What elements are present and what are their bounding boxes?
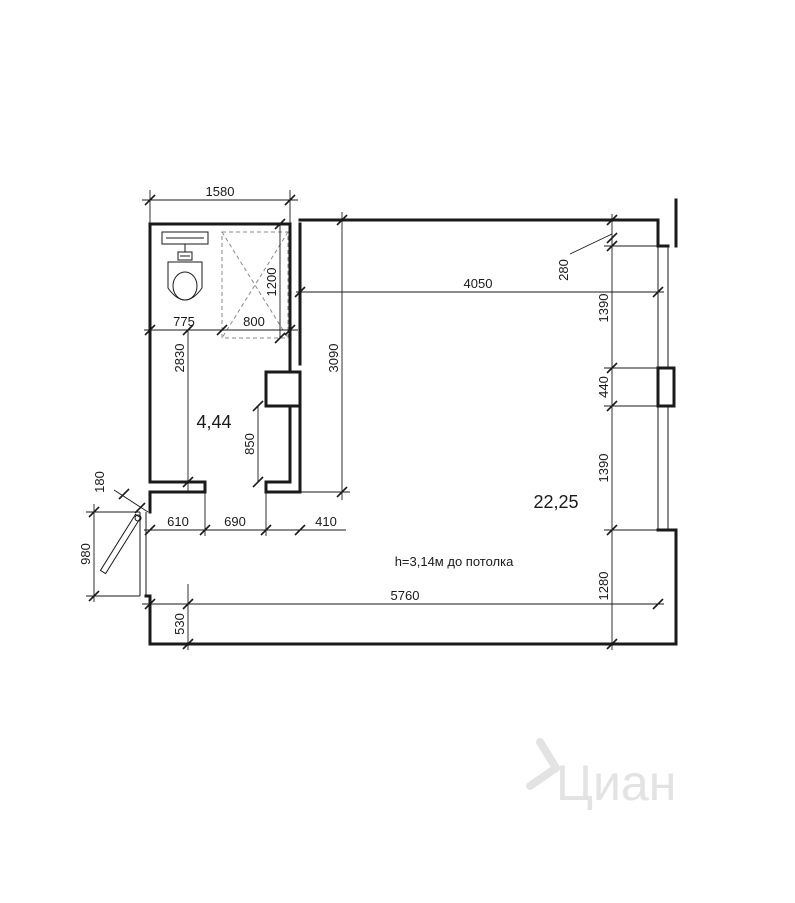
dim-1280: 1280: [596, 572, 611, 601]
dim-5760: 5760: [391, 588, 420, 603]
watermark-text: Циан: [556, 755, 676, 811]
dim-180: 180: [92, 471, 107, 493]
shower-tray: [221, 231, 289, 339]
dim-610: 610: [167, 514, 189, 529]
dimension-labels: 1580 1200 775 800 2830 3090 850 4050 280…: [78, 184, 611, 635]
room-area-label: 22,25: [533, 492, 578, 512]
dim-690: 690: [224, 514, 246, 529]
room-right-lower: [656, 528, 678, 646]
walls: [148, 198, 678, 646]
dim-3090: 3090: [326, 344, 341, 373]
dim-775: 775: [173, 314, 195, 329]
dim-530: 530: [172, 613, 187, 635]
niche-column: [264, 370, 302, 408]
dim-1580: 1580: [206, 184, 235, 199]
toilet-icon: [161, 231, 209, 301]
cian-logo-icon: Циан: [526, 738, 676, 811]
bathroom-area-label: 4,44: [196, 412, 231, 432]
dimension-lines: [86, 190, 664, 650]
dim-850: 850: [242, 433, 257, 455]
ceiling-height-note: h=3,14м до потолка: [395, 554, 514, 569]
dim-2830: 2830: [172, 344, 187, 373]
dim-980: 980: [78, 543, 93, 565]
dim-4050: 4050: [464, 276, 493, 291]
dim-1390-bottom: 1390: [596, 454, 611, 483]
dim-410: 410: [315, 514, 337, 529]
door-leaf: [99, 513, 142, 575]
dim-1390-top: 1390: [596, 294, 611, 323]
partition-bottom: [264, 404, 302, 494]
room-right-column: [656, 366, 676, 408]
entry-door: [99, 512, 152, 598]
dim-800: 800: [243, 314, 265, 329]
dim-1200: 1200: [264, 268, 279, 297]
room-bottom-wall: [148, 594, 678, 646]
dim-440: 440: [596, 376, 611, 398]
bathroom-left-wall-lower: [148, 476, 207, 512]
room-top-wall: [298, 218, 670, 248]
dim-280: 280: [556, 259, 571, 281]
